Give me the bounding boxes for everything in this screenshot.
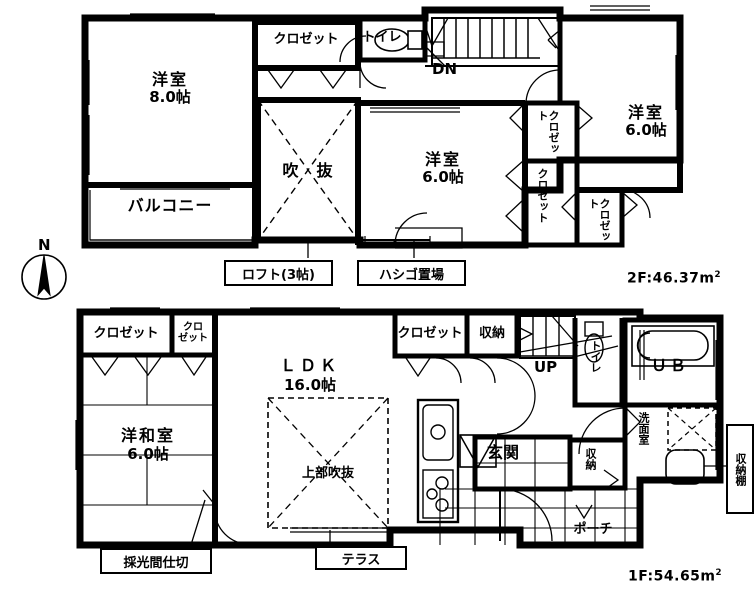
closet-label-2f-a: クロゼット [536,110,560,154]
entrance-label-1f: 玄関 [486,443,520,462]
callout-loft: ロフト(3帖) [224,260,333,286]
storage-label-1f-b: 収納 [584,448,597,470]
closet-label-2f-top: クロゼット [273,32,339,47]
compass-north-label: N [38,236,51,254]
area-label-1f: 1F:54.65m2 [628,568,722,585]
room-label-2f-yoshitsu-6-mid: 洋室 [424,150,462,169]
closet-label-1f-c: クロゼット [397,326,463,341]
closet-label-1f-b: クロゼット [178,322,208,344]
first-floor-walls [75,307,730,549]
callout-saikou-majikiri: 採光間仕切 [100,548,212,574]
second-floor-walls [81,5,684,258]
toilet-label-1f: トイレ [589,340,602,373]
room-label-2f-void: 吹 抜 [282,161,334,180]
area-unit-1f: 2 [715,568,723,578]
washroom-label-1f: 洗面室 [637,412,650,445]
room-label-1f-ldk: ＬＤＫ [279,356,341,375]
area-value-2f: 2F:46.37m [627,270,715,287]
void-label-1f: 上部吹抜 [301,466,355,481]
bath-label-1f-ub: ＵＢ [650,356,690,375]
room-label-2f-balcony: バルコニー [127,196,213,215]
room-label-2f-yoshitsu-8: 洋室 [151,70,189,89]
area-value-1f: 1F:54.65m [628,568,716,585]
room-size-1f-washitsu: 6.0帖 [127,445,169,463]
compass-graphic [21,254,67,300]
stairs-label-1f-up: UP [534,358,558,376]
callout-terrace: テラス [315,546,407,570]
callout-ladder-storage: ハシゴ置場 [357,260,466,286]
room-size-2f-yoshitsu-8: 8.0帖 [149,88,191,106]
room-size-2f-yoshitsu-6-mid: 6.0帖 [422,168,464,186]
room-size-1f-ldk: 16.0帖 [283,376,337,394]
closet-label-1f-a: クロゼット [93,326,159,341]
porch-label-1f: ポーチ [573,522,613,537]
area-unit-2f: 2 [714,270,722,280]
room-size-2f-yoshitsu-6-right: 6.0帖 [625,121,667,139]
closet-label-2f-c: クロゼット [587,198,611,242]
room-label-2f-yoshitsu-6-right: 洋室 [627,103,665,122]
area-label-2f: 2F:46.37m2 [627,270,721,287]
callout-storage-shelf: 収納棚 [726,424,754,514]
stairs-label-2f-down: DN [432,60,458,78]
toilet-label-2f: トイレ [362,30,402,45]
storage-label-1f-a: 収納 [478,326,506,341]
room-label-1f-washitsu: 洋和室 [120,426,176,445]
closet-label-2f-b: クロゼット [536,168,549,223]
